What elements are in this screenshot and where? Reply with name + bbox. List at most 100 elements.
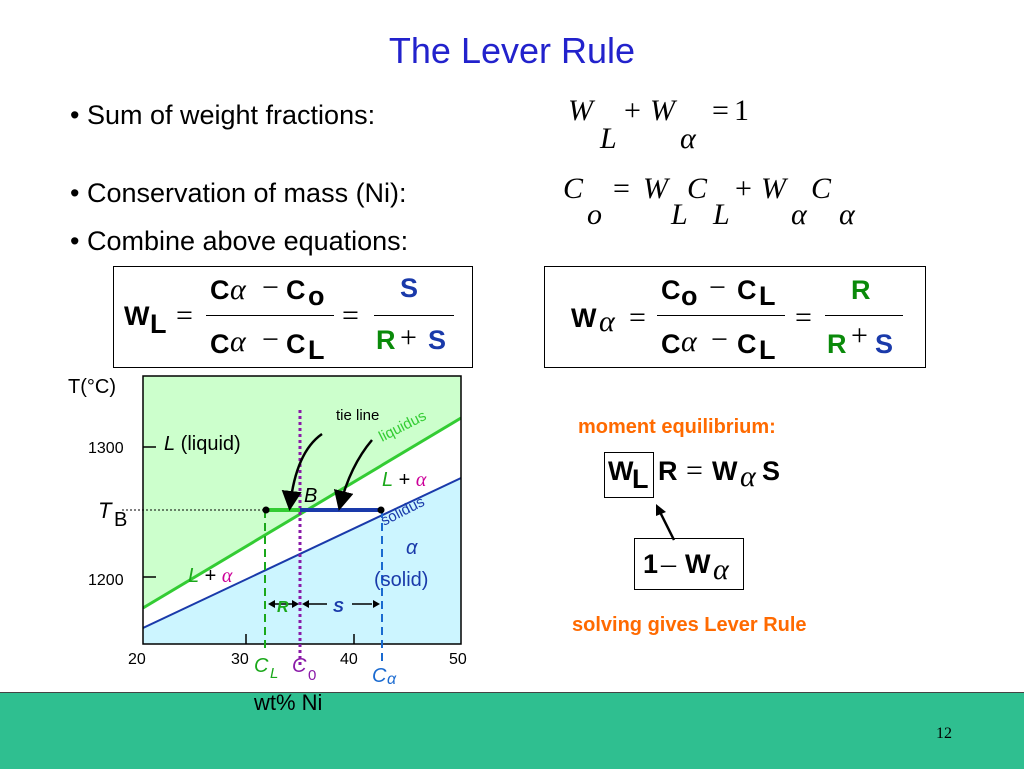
solid-alpha-label: α <box>406 537 418 559</box>
formula-symbol: + <box>400 321 417 354</box>
moment-symbol: R <box>658 456 678 486</box>
two-phase-label-lower: L + α <box>188 565 233 587</box>
formula-symbol: W <box>571 303 597 333</box>
eq-symbol: W <box>650 94 675 127</box>
moment-arrow <box>656 504 676 541</box>
x-tick-label-50: 50 <box>449 651 467 668</box>
moment-symbol: α <box>740 460 756 493</box>
formula-symbol: C <box>661 275 681 305</box>
liquidus-line <box>143 416 461 610</box>
formula-symbol: − <box>262 323 279 356</box>
slide-footer-bar <box>0 692 1024 769</box>
solidus-line <box>143 477 461 629</box>
point-b-label: B <box>304 485 317 507</box>
fraction-bar <box>657 315 785 316</box>
tie-line-label: tie line <box>336 407 379 424</box>
lever-rule-walpha-box: W α = C o − C L C α − C L = R R + S <box>544 266 926 368</box>
moment-symbol: – <box>661 547 676 580</box>
equation-mass: C o = W L C L + W α C α <box>563 172 883 238</box>
moment-symbol: W <box>685 549 711 579</box>
formula-symbol: α <box>230 325 246 358</box>
formula-symbol: α <box>681 325 697 358</box>
formula-symbol: R <box>851 275 871 305</box>
calpha-subscript: α <box>387 671 397 688</box>
formula-symbol: α <box>230 273 246 306</box>
solidus-point <box>377 506 385 514</box>
moment-symbol: 1 <box>643 549 659 579</box>
formula-symbol: C <box>737 275 757 305</box>
eq-symbol: α <box>839 198 855 231</box>
fraction-bar <box>206 315 334 316</box>
bullet-combine: • Combine above equations: <box>70 226 409 256</box>
moment-symbol: W <box>712 456 738 486</box>
eq-symbol: α <box>791 198 807 231</box>
formula-symbol: o <box>308 281 325 311</box>
formula-symbol: − <box>262 271 279 304</box>
slide-title: The Lever Rule <box>388 30 636 71</box>
tie-line-arrow-2 <box>333 439 373 511</box>
eq-symbol: + <box>624 94 641 127</box>
liquidus-point <box>262 506 270 514</box>
formula-symbol: C <box>286 275 306 305</box>
x-tick-label-30: 30 <box>231 651 249 668</box>
s-arrow-head-right <box>373 600 380 608</box>
bullet-mass: • Conservation of mass (Ni): <box>70 178 407 208</box>
y-tick-label-1300: 1300 <box>88 440 124 457</box>
calpha-label: C <box>372 665 387 687</box>
s-label: S <box>333 599 344 616</box>
page-number: 12 <box>936 725 952 742</box>
moment-symbol: = <box>686 454 703 487</box>
moment-symbol: α <box>713 553 729 586</box>
fraction-bar <box>374 315 454 316</box>
y-tick-label-1200: 1200 <box>88 572 124 589</box>
eq-symbol: C <box>687 172 708 205</box>
formula-symbol: R <box>827 329 847 359</box>
formula-symbol: L <box>759 281 776 311</box>
formula-symbol: = <box>795 301 812 334</box>
eq-symbol: W <box>568 94 593 127</box>
moment-symbol: W <box>608 456 634 486</box>
x-tick-label-40: 40 <box>340 651 358 668</box>
one-minus-walpha-box: 1 – W α <box>634 538 744 590</box>
formula-symbol: α <box>599 305 615 338</box>
s-arrow-head-left <box>302 600 309 608</box>
cl-subscript: L <box>270 665 278 682</box>
phase-diagram: T(°C) 1300 1200 T B 20 30 40 50 C L C 0 … <box>68 375 467 688</box>
formula-symbol: C <box>661 329 681 359</box>
formula-symbol: − <box>709 271 726 304</box>
y-axis-label: T(°C) <box>68 376 116 398</box>
formula-symbol: = <box>342 299 359 332</box>
eq-symbol: α <box>680 122 696 155</box>
eq-symbol: L <box>600 122 617 155</box>
formula-symbol: = <box>176 299 193 332</box>
formula-symbol: S <box>875 329 894 359</box>
formula-symbol: = <box>629 301 646 334</box>
eq-symbol: = <box>712 94 729 127</box>
wl-box <box>604 452 654 498</box>
moment-heading: moment equilibrium: <box>578 416 776 438</box>
c0-subscript: 0 <box>308 667 316 684</box>
eq-symbol: 1 <box>734 94 749 127</box>
formula-symbol: C <box>210 329 230 359</box>
eq-symbol: L <box>713 198 730 231</box>
r-arrow-head-right <box>292 600 299 608</box>
eq-symbol: + <box>735 172 752 205</box>
formula-symbol: L <box>759 335 776 365</box>
formula-symbol: C <box>737 329 757 359</box>
liquid-label: L (liquid) <box>164 433 241 455</box>
formula-symbol: C <box>210 275 230 305</box>
eq-symbol: W <box>761 172 786 205</box>
tie-line-arrow-1 <box>281 432 323 511</box>
x-axis-label: wt% Ni <box>254 690 323 715</box>
lever-rule-wl-box: W L = C α − C o C α − C L = S R + S <box>113 266 473 368</box>
r-label: R <box>277 599 289 616</box>
formula-symbol: S <box>428 325 447 355</box>
formula-symbol: − <box>711 323 728 356</box>
tb-label: T <box>98 498 113 523</box>
moment-symbol: S <box>762 456 781 486</box>
two-phase-label-upper: L + α <box>382 469 427 491</box>
moment-equation: W L R = W α S <box>604 452 844 502</box>
solving-note: solving gives Lever Rule <box>572 614 807 636</box>
formula-symbol: + <box>851 319 868 352</box>
moment-symbol: L <box>632 464 649 494</box>
